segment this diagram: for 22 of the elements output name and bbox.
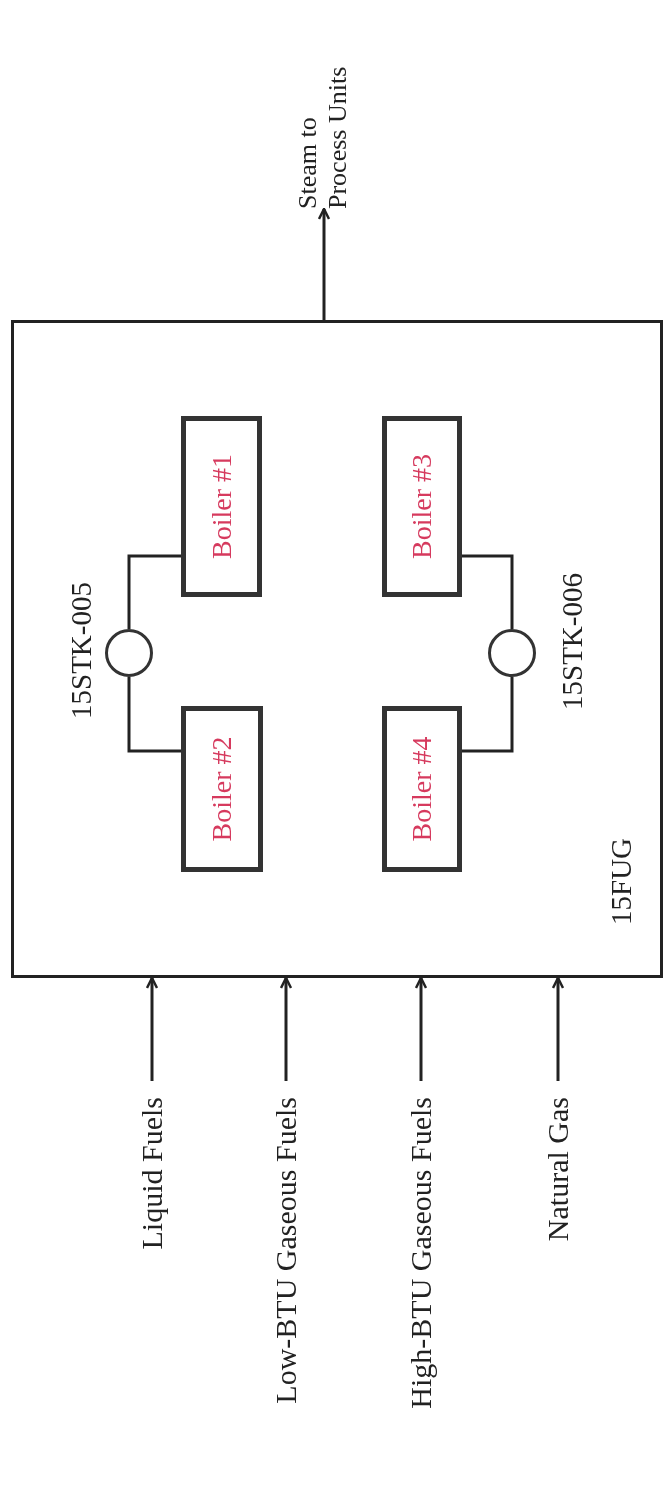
connector-line bbox=[462, 677, 514, 753]
fuel-stream-label: Natural Gas bbox=[540, 1081, 576, 1242]
connector-line bbox=[127, 554, 181, 629]
arrow bbox=[414, 976, 428, 1081]
arrow bbox=[551, 976, 565, 1081]
stream-label: Steam to Process Units bbox=[293, 34, 355, 209]
fuel-stream-label: High-BTU Gaseous Fuels bbox=[403, 1081, 439, 1409]
connector-line bbox=[127, 677, 181, 753]
boiler-box: Boiler #3 bbox=[382, 416, 462, 597]
arrow bbox=[317, 207, 331, 320]
arrow bbox=[145, 976, 159, 1081]
stack-label: 15STK-006 bbox=[556, 573, 588, 710]
boiler-box: Boiler #4 bbox=[382, 706, 462, 872]
fuel-stream-label: Liquid Fuels bbox=[134, 1081, 170, 1250]
boiler-box: Boiler #1 bbox=[181, 416, 262, 597]
fuel-stream-label: Low-BTU Gaseous Fuels bbox=[268, 1081, 304, 1404]
process-area-box bbox=[11, 320, 663, 978]
connector-line bbox=[462, 554, 514, 629]
arrow bbox=[279, 976, 293, 1081]
stack-label: 15STK-005 bbox=[65, 582, 97, 719]
boiler-box: Boiler #2 bbox=[181, 706, 263, 872]
area-label: 15FUG bbox=[605, 838, 637, 925]
